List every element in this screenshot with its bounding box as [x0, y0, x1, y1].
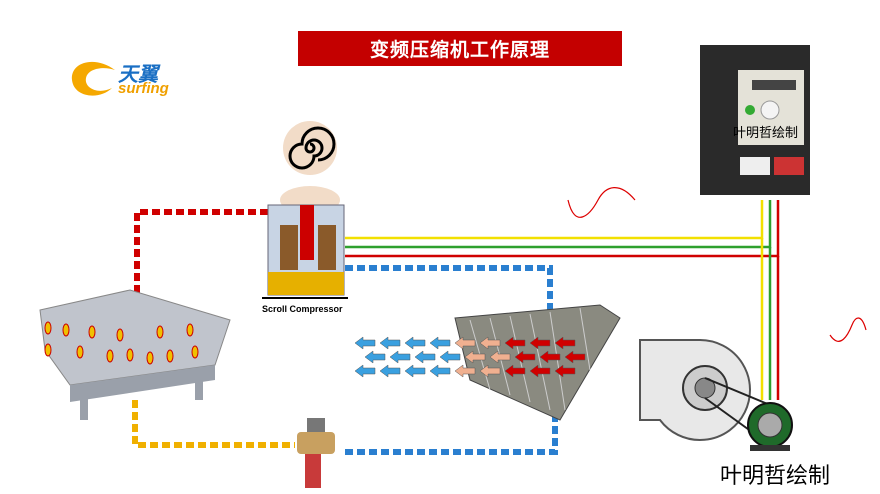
expansion-valve	[297, 418, 335, 488]
airflow-arrow	[379, 336, 401, 350]
airflow-arrow	[554, 364, 576, 378]
page-title: 变频压缩机工作原理	[298, 31, 622, 66]
evaporator-inlet-pipe	[345, 410, 558, 455]
scroll-compressor	[262, 121, 348, 299]
airflow-arrow	[464, 350, 486, 364]
airflow-arrow	[504, 364, 526, 378]
centrifugal-fan	[639, 339, 771, 446]
airflow-arrows	[354, 336, 586, 378]
logo-text-en: surfing	[118, 80, 169, 97]
airflow-arrow	[429, 364, 451, 378]
airflow-arrow	[354, 364, 376, 378]
surfing-logo-icon	[71, 61, 115, 96]
watermark-large: 叶明哲绘制	[720, 464, 831, 489]
airflow-arrow	[379, 364, 401, 378]
watermark-small: 叶明哲绘制	[733, 126, 799, 141]
squiggle-decoration	[567, 187, 636, 218]
airflow-arrow	[404, 364, 426, 378]
fan-motor	[747, 402, 793, 451]
airflow-arrow	[439, 350, 461, 364]
airflow-arrow	[414, 350, 436, 364]
power-wires	[345, 200, 780, 400]
airflow-arrow	[364, 350, 386, 364]
airflow-arrow	[564, 350, 586, 364]
airflow-arrow	[479, 364, 501, 378]
airflow-arrow	[514, 350, 536, 364]
liquid-pipe	[132, 400, 295, 448]
airflow-arrow	[489, 350, 511, 364]
airflow-arrow	[479, 336, 501, 350]
airflow-arrow	[529, 336, 551, 350]
airflow-arrow	[354, 336, 376, 350]
airflow-arrow	[454, 336, 476, 350]
suction-pipe	[345, 265, 553, 310]
evaporator-coil	[454, 304, 621, 421]
airflow-arrow	[429, 336, 451, 350]
squiggle-decoration	[829, 317, 867, 342]
airflow-arrow	[389, 350, 411, 364]
airflow-arrow	[529, 364, 551, 378]
compressor-label: Scroll Compressor	[262, 304, 343, 314]
airflow-arrow	[554, 336, 576, 350]
logo-text-cn: 天翼	[118, 62, 158, 86]
airflow-arrow	[539, 350, 561, 364]
frequency-inverter	[700, 45, 810, 195]
airflow-arrow	[454, 364, 476, 378]
condenser-unit	[39, 289, 231, 420]
hot-gas-pipe	[134, 209, 280, 302]
airflow-arrow	[504, 336, 526, 350]
airflow-arrow	[404, 336, 426, 350]
